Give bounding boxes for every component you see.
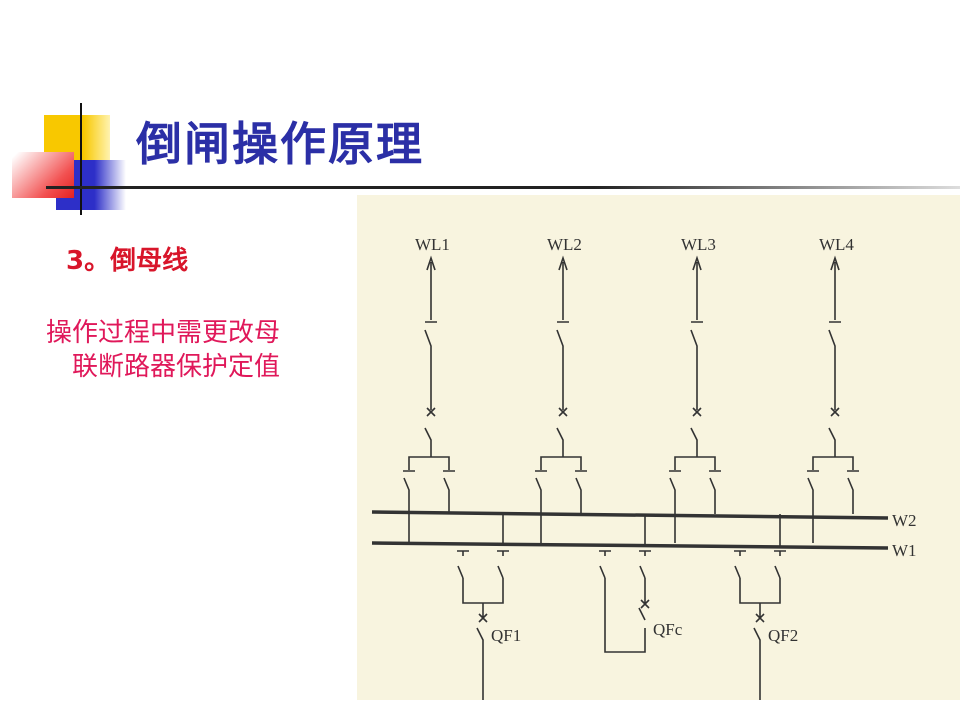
bus-label: W1: [892, 541, 917, 560]
feeder-line: [812, 321, 854, 470]
section-heading: 3。倒母线: [66, 246, 189, 276]
note-text: 操作过程中需更改母 联断路器保护定值: [46, 316, 280, 384]
feeder-arrow: [830, 255, 840, 320]
page-title: 倒闸操作原理: [136, 117, 424, 171]
feeder-label: WL4: [819, 235, 854, 254]
feeder-label: WL3: [681, 235, 716, 254]
bus-w1: [371, 541, 889, 550]
bay-connection: [734, 514, 786, 556]
breaker-label: QF2: [768, 626, 798, 645]
feeder-label: WL2: [547, 235, 582, 254]
feeder-label: WL1: [415, 235, 450, 254]
note-line: 联断路器保护定值: [72, 352, 281, 382]
feeder-arrow: [558, 255, 568, 320]
bus-selector-switch: [669, 470, 721, 543]
bay-connection: [599, 514, 651, 556]
bay-switch: [457, 565, 504, 579]
feeder-breaker: [462, 578, 504, 700]
note-line: 操作过程中需更改母: [46, 318, 281, 348]
feeder-line: [674, 321, 716, 470]
feeder-arrow: [426, 255, 436, 320]
bay-connection: [457, 514, 509, 556]
coupler-breaker: [604, 578, 650, 653]
bus-label: W2: [892, 511, 917, 530]
bus-w2: [371, 510, 889, 520]
breaker-label: QF1: [491, 626, 521, 645]
feeder-arrow: [692, 255, 702, 320]
breaker-label: QFc: [653, 620, 683, 639]
feeder-line: [540, 321, 582, 470]
bus-selector-switch: [807, 470, 859, 543]
feeder-line: [408, 321, 450, 470]
bay-switch: [599, 565, 646, 579]
feeder-breaker: [739, 578, 781, 700]
bus-selector-switch: [535, 470, 587, 543]
bus-selector-switch: [403, 470, 455, 543]
bay-switch: [734, 565, 781, 579]
